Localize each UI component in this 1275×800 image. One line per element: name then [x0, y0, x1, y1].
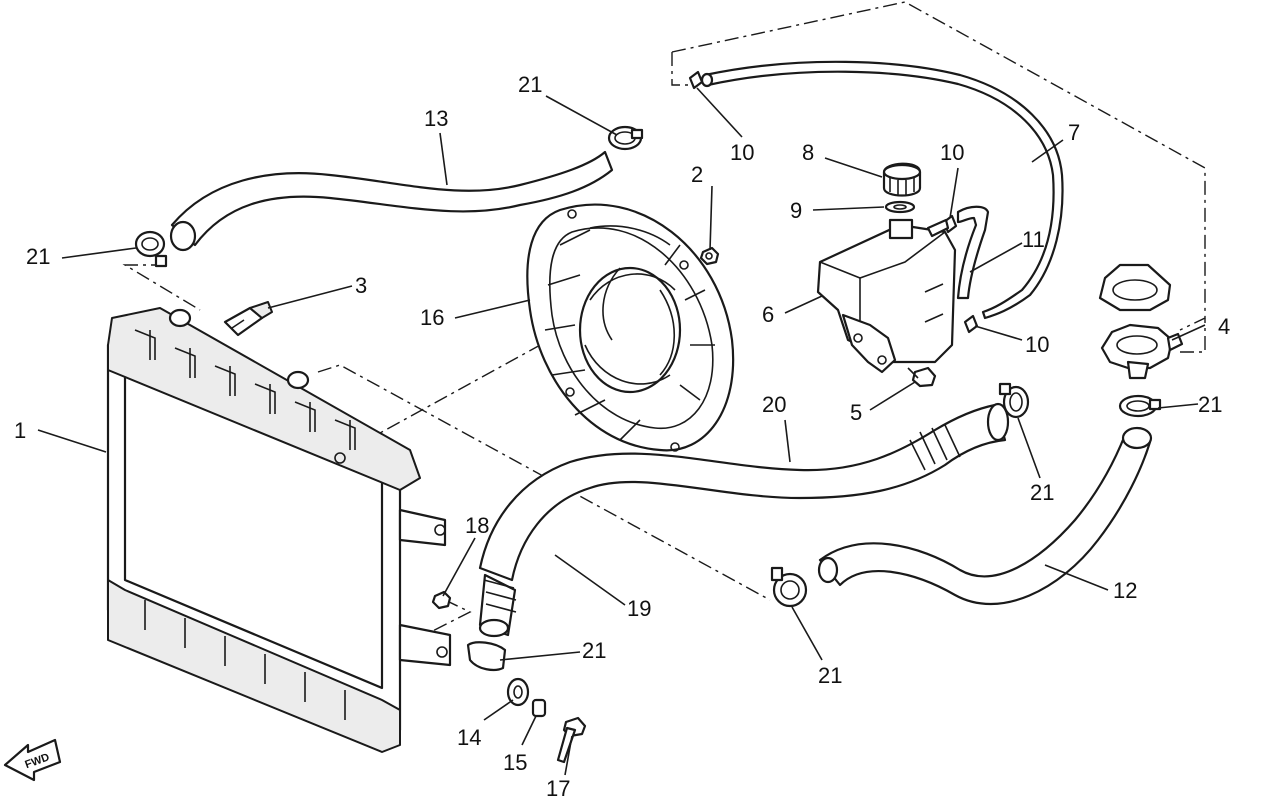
reservoir-cap [882, 162, 922, 197]
callout-10-lower: 10 [1025, 332, 1049, 357]
hose-clamp-neck [1118, 394, 1162, 418]
forward-direction-indicator: FWD [3, 738, 62, 782]
callout-5: 5 [850, 400, 862, 425]
callout-10-reservoir: 10 [940, 140, 964, 165]
callout-21-lower-right: 21 [818, 663, 842, 688]
fan-nut [699, 246, 720, 266]
callout-11: 11 [1022, 227, 1045, 252]
radiator [106, 307, 452, 753]
callout-12: 12 [1113, 578, 1137, 603]
callout-16: 16 [420, 305, 444, 330]
lower-hose-lower [478, 573, 517, 638]
callout-13: 13 [424, 106, 448, 131]
callout-labels: 1 2 3 4 5 6 7 8 9 10 10 10 11 12 13 14 1… [14, 72, 1230, 800]
filler-neck [1100, 323, 1184, 380]
upper-hose [169, 150, 614, 252]
hose-clip-top [688, 70, 704, 90]
callout-21-mid: 21 [1030, 480, 1054, 505]
callout-7: 7 [1068, 120, 1080, 145]
callout-14: 14 [457, 725, 481, 750]
callout-4: 4 [1218, 314, 1230, 339]
callout-21-neck: 21 [1198, 392, 1222, 417]
mount-bolt [556, 716, 587, 764]
hose-clamp-lower-right [770, 566, 808, 608]
lower-hose-right [817, 426, 1153, 605]
reservoir-vent-hose [956, 205, 990, 300]
callout-6: 6 [762, 302, 774, 327]
cap-washer [884, 200, 916, 214]
hose-clamp-lower-left [466, 641, 507, 671]
callout-17: 17 [546, 776, 570, 800]
lower-hose-upper [478, 402, 1010, 582]
hose-clamp-upper-right [607, 125, 644, 151]
reservoir-bolt [907, 366, 937, 388]
hose-clamp-upper-left [134, 230, 168, 268]
callout-10-top: 10 [730, 140, 754, 165]
hose-clamp-mid-right [998, 382, 1030, 419]
callout-leaders [37, 87, 1206, 776]
radiator-cap [1098, 263, 1172, 312]
hose-clip-reservoir-bottom [963, 314, 979, 334]
callout-21-left: 21 [26, 244, 50, 269]
callout-3: 3 [355, 273, 367, 298]
callout-21-top: 21 [518, 72, 542, 97]
callout-2: 2 [691, 162, 703, 187]
callout-19: 19 [627, 596, 651, 621]
mount-grommet [506, 677, 530, 707]
callout-20: 20 [762, 392, 786, 417]
callout-8: 8 [802, 140, 814, 165]
temperature-switch [223, 301, 273, 337]
callout-15: 15 [503, 750, 527, 775]
callout-1: 1 [14, 418, 26, 443]
callout-21-lower-left: 21 [582, 638, 606, 663]
callout-18: 18 [465, 513, 489, 538]
radiator-mount-nut [431, 590, 452, 610]
coolant-reservoir [816, 218, 957, 374]
mount-collar [531, 698, 547, 718]
callout-9: 9 [790, 198, 802, 223]
cooling-fan [526, 203, 735, 452]
